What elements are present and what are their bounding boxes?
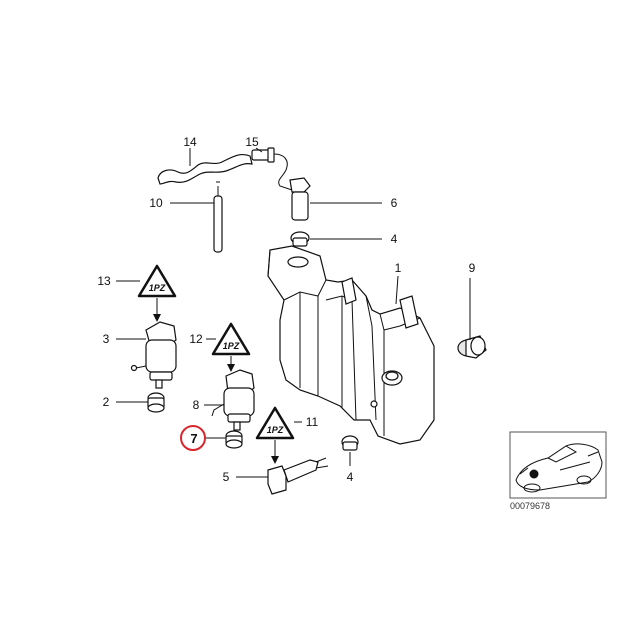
part-8-pump[interactable] (211, 369, 255, 431)
part-5-sensor[interactable] (267, 457, 329, 495)
warning-triangle-12: 1PZ (211, 322, 251, 356)
warning-triangle-11: 1PZ (255, 406, 295, 440)
warning-label: 1PZ (267, 425, 284, 435)
part-9-plug[interactable] (457, 335, 487, 359)
callout-15[interactable]: 15 (245, 135, 259, 149)
part-3-pump[interactable] (130, 321, 177, 389)
warning-label: 1PZ (149, 283, 166, 293)
part-6-level-sensor[interactable] (289, 177, 311, 221)
reference-thumbnail: 00079678 (509, 431, 607, 511)
callout-4-bottom[interactable]: 4 (347, 470, 354, 484)
callout-8[interactable]: 8 (193, 398, 200, 412)
highlight-circle (180, 425, 206, 451)
callout-4-top[interactable]: 4 (391, 232, 398, 246)
callout-10[interactable]: 10 (149, 196, 163, 210)
part-14-hose[interactable] (157, 153, 253, 185)
callout-13[interactable]: 13 (97, 274, 111, 288)
callout-12[interactable]: 12 (189, 332, 203, 346)
callout-11[interactable]: 11 (306, 415, 319, 429)
warning-label: 1PZ (223, 341, 240, 351)
callout-5[interactable]: 5 (223, 470, 230, 484)
callout-14[interactable]: 14 (183, 135, 197, 149)
part-7-grommet[interactable] (225, 430, 243, 449)
part-4-grommet-top[interactable] (290, 231, 310, 247)
callout-numbers: 14 15 10 6 4 1 9 13 3 12 2 8 7 11 5 4 (97, 135, 475, 484)
leader-lines (116, 147, 471, 478)
callout-6[interactable]: 6 (391, 196, 398, 210)
callout-7[interactable]: 7 (190, 431, 197, 446)
part-15-connector[interactable] (251, 147, 293, 191)
part-4-grommet-bottom[interactable] (341, 435, 359, 451)
part-1-reservoir[interactable] (267, 245, 435, 445)
callout-1[interactable]: 1 (395, 261, 402, 275)
callout-2[interactable]: 2 (103, 395, 110, 409)
part-10-pipe[interactable] (213, 181, 223, 253)
callout-9[interactable]: 9 (469, 261, 476, 275)
callout-3[interactable]: 3 (103, 332, 110, 346)
warning-triangle-13: 1PZ (137, 264, 177, 298)
part-2-grommet[interactable] (147, 392, 165, 413)
reference-number: 00079678 (510, 501, 550, 511)
